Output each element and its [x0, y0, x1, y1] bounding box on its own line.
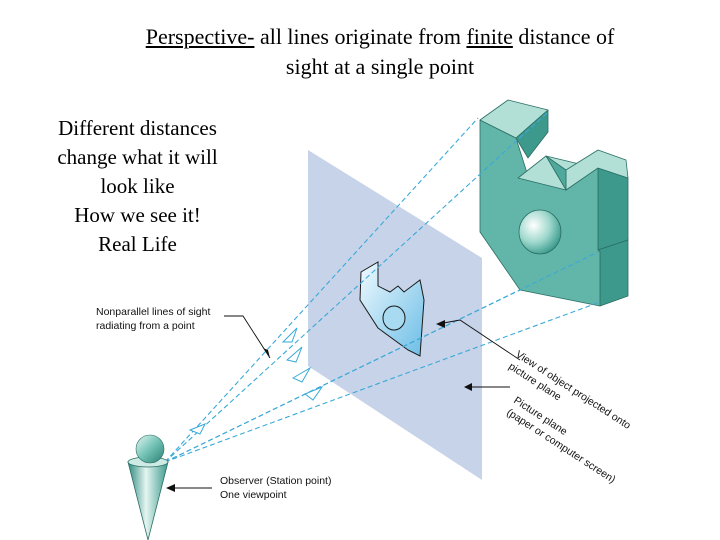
- arrowhead: [263, 348, 270, 358]
- slide-heading: Perspective- all lines originate from fi…: [100, 22, 660, 82]
- projected-view: [359, 261, 425, 357]
- sight-line-arrows: [188, 327, 324, 435]
- heading-part-1: all lines originate from: [254, 24, 467, 49]
- side-text: Different distances change what it will …: [30, 114, 245, 259]
- projected-hole: [382, 305, 406, 331]
- side-text-line: change what it will: [57, 145, 218, 169]
- heading-line-1: Perspective- all lines originate from fi…: [100, 22, 660, 52]
- side-text-line: look like: [100, 174, 175, 198]
- heading-emphasis: finite: [466, 24, 513, 49]
- object-slot-wall: [545, 155, 567, 191]
- heading-term: Perspective-: [145, 24, 255, 49]
- object-hole: [518, 209, 562, 255]
- sight-line: [164, 117, 479, 463]
- object-right-side: [597, 167, 629, 251]
- object-side-face: [597, 239, 629, 307]
- leader-nonparallel: [224, 315, 271, 359]
- side-text-line: Different distances: [58, 116, 217, 140]
- sight-line: [164, 289, 521, 463]
- callout-arrowheads: [166, 320, 472, 492]
- 3d-object: [479, 99, 629, 307]
- sight-line: [164, 301, 601, 463]
- label-observer-2: One viewpoint: [220, 489, 287, 501]
- sight-lines: [164, 111, 601, 463]
- leader-view-projected: [437, 319, 521, 361]
- sight-arrow: [285, 346, 303, 363]
- heading-part-2: distance of: [512, 24, 615, 49]
- arrowhead: [166, 484, 175, 492]
- sight-arrow: [303, 385, 324, 401]
- sight-arrow: [188, 423, 207, 435]
- sight-arrow: [281, 327, 298, 343]
- label-nonparallel-1: Nonparallel lines of sight: [96, 306, 210, 318]
- observer-cone: [127, 461, 169, 540]
- arrowhead: [464, 383, 472, 391]
- sight-arrow: [291, 366, 312, 383]
- label-nonparallel-2: radiating from a point: [96, 320, 195, 332]
- label-picture-plane-2: (paper or computer screen): [504, 406, 617, 485]
- callout-leaders: [168, 315, 521, 489]
- arrowhead: [436, 320, 445, 328]
- sight-line: [164, 111, 549, 463]
- side-text-line: How we see it!: [74, 203, 201, 227]
- heading-line-2: sight at a single point: [285, 54, 475, 79]
- label-observer-1: Observer (Station point): [220, 475, 331, 487]
- observer-figure: [127, 434, 169, 540]
- object-side-upper: [515, 109, 549, 159]
- observer-sphere: [135, 434, 165, 464]
- side-text-line: Real Life: [98, 232, 177, 256]
